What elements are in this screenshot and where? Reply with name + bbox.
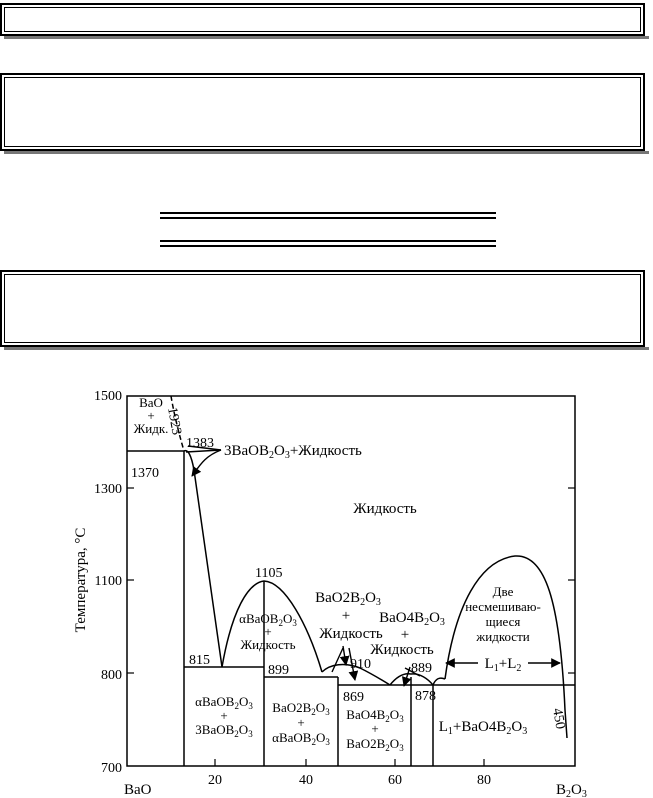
y-tick-1300: 1300 [94, 482, 122, 497]
header-frame-2-shadow [4, 151, 649, 154]
region-bao2b2o3-liquid-l3: Жидкость [319, 626, 383, 642]
region-bao-liquid-l1: BaO [139, 395, 163, 410]
temp-450: 450 [549, 707, 567, 730]
solid-3-l3: BaO2B2O3 [346, 736, 404, 753]
region-abaob2o3-liquid-l1: αBaOB2O3 [239, 611, 297, 628]
phase-lines [127, 395, 575, 766]
x-tick-60: 60 [388, 773, 402, 788]
arrows [185, 445, 561, 687]
x-tick-80: 80 [477, 773, 491, 788]
header-frame-3-shadow [4, 347, 649, 350]
header-frame-2 [0, 73, 645, 151]
solid-2-l2: + [297, 715, 304, 730]
solid-3-l2: + [371, 721, 378, 736]
x-tick-40: 40 [299, 773, 313, 788]
region-immiscible-l3: щиеся [486, 614, 521, 629]
temp-869: 869 [343, 690, 364, 705]
arrow-bao2b2o3-a [339, 645, 350, 666]
region-3baob2o3-liquid: 3BaOB2O3+Жидкость [224, 443, 362, 461]
solid-3-l1: BaO4B2O3 [346, 707, 404, 724]
temp-1383: 1383 [186, 436, 214, 451]
temp-1105: 1105 [255, 566, 282, 581]
y-tick-1500: 1500 [94, 389, 122, 404]
axis-ticks [127, 487, 575, 766]
solid-2-l1: BaO2B2O3 [272, 700, 330, 717]
arrow-bao2b2o3-b [348, 647, 359, 681]
region-immiscible-l4: жидкости [475, 629, 529, 644]
region-immiscible-l1: Две [493, 584, 514, 599]
y-tick-700: 700 [101, 761, 122, 776]
region-bao-liquid-l2: + [147, 408, 154, 423]
y-tick-1100: 1100 [95, 574, 122, 589]
temp-1370: 1370 [131, 466, 159, 481]
solid-1-l3: 3BaOB2O3 [195, 722, 253, 739]
solid-1-l1: αBaOB2O3 [195, 694, 253, 711]
region-immiscible-l2: несмешиваю- [465, 599, 541, 614]
temp-1923: 1923 [164, 406, 184, 436]
region-bao-liquid-l3: Жидк. [134, 421, 169, 436]
region-abaob2o3-liquid-l2: + [264, 624, 271, 639]
x-tick-20: 20 [208, 773, 222, 788]
solid-2-l3: αBaOB2O3 [272, 730, 330, 747]
plot-frame [126, 395, 576, 767]
region-l1-l2: L1+L2 [485, 656, 522, 674]
region-liquid: Жидкость [353, 501, 417, 517]
solid-1-l2: + [220, 708, 227, 723]
region-abaob2o3-liquid-l3: Жидкость [240, 637, 295, 652]
x-label-b2o3: B2O3 [556, 782, 587, 798]
separator-line-1 [160, 212, 496, 219]
region-bao4b2o3-liquid-l3: Жидкость [370, 642, 434, 658]
header-frame-3 [0, 270, 645, 347]
solid-4: L1+BaO4B2O3 [439, 719, 527, 737]
temp-815: 815 [189, 653, 210, 668]
region-bao4b2o3-liquid-l2: + [401, 627, 409, 643]
temp-889: 889 [411, 661, 432, 676]
header-frame-1-shadow [4, 36, 649, 39]
arrow-3baob2o3 [191, 449, 222, 477]
separator-line-2 [160, 240, 496, 247]
phase-diagram: 1500 1300 1100 800 700 20 40 60 80 BaO B… [73, 389, 587, 798]
region-bao2b2o3-liquid-l1: BaO2B2O3 [315, 590, 381, 608]
x-label-bao: BaO [124, 782, 152, 798]
temp-878: 878 [415, 689, 436, 704]
temp-899: 899 [268, 663, 289, 678]
y-axis-label: Температура, °С [73, 528, 89, 633]
region-bao2b2o3-liquid-l2: + [342, 608, 350, 624]
header-frame-1 [0, 3, 645, 36]
y-tick-800: 800 [101, 668, 122, 683]
region-bao4b2o3-liquid-l1: BaO4B2O3 [379, 610, 445, 628]
temp-910: 910 [350, 657, 371, 672]
